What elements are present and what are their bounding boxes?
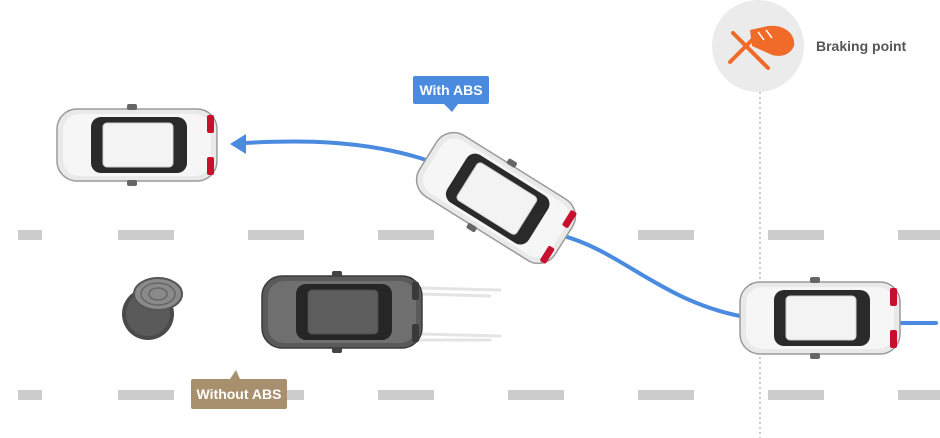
lane-dash	[898, 390, 940, 400]
car-with-abs-steering	[405, 120, 587, 276]
lane-dash	[638, 230, 694, 240]
lane-dash	[118, 390, 174, 400]
without-abs-callout: Without ABS	[191, 370, 287, 409]
lane-dash	[248, 230, 304, 240]
lane-dash	[18, 230, 42, 240]
lane-dash	[118, 230, 174, 240]
lane-dash	[898, 230, 940, 240]
without-abs-label: Without ABS	[197, 386, 282, 402]
lane-dash	[18, 390, 42, 400]
lane-dash	[768, 390, 824, 400]
with-abs-callout: With ABS	[413, 76, 489, 112]
car-braking-point	[739, 276, 901, 360]
skid-marks	[418, 286, 502, 342]
car-without-abs	[261, 270, 423, 354]
lane-dash	[638, 390, 694, 400]
lane-dash	[508, 390, 564, 400]
arrow-head-left-icon	[230, 134, 246, 154]
lane-dash	[768, 230, 824, 240]
car-with-abs-final	[56, 103, 218, 187]
braking-point-label: Braking point	[816, 38, 907, 54]
lane-dash	[378, 390, 434, 400]
manhole-obstacle-icon	[122, 277, 183, 340]
lane-dash	[378, 230, 434, 240]
braking-point-marker: Braking point	[712, 0, 907, 92]
foot-on-brake-pedal-icon	[728, 25, 795, 70]
with-abs-label: With ABS	[419, 82, 482, 98]
